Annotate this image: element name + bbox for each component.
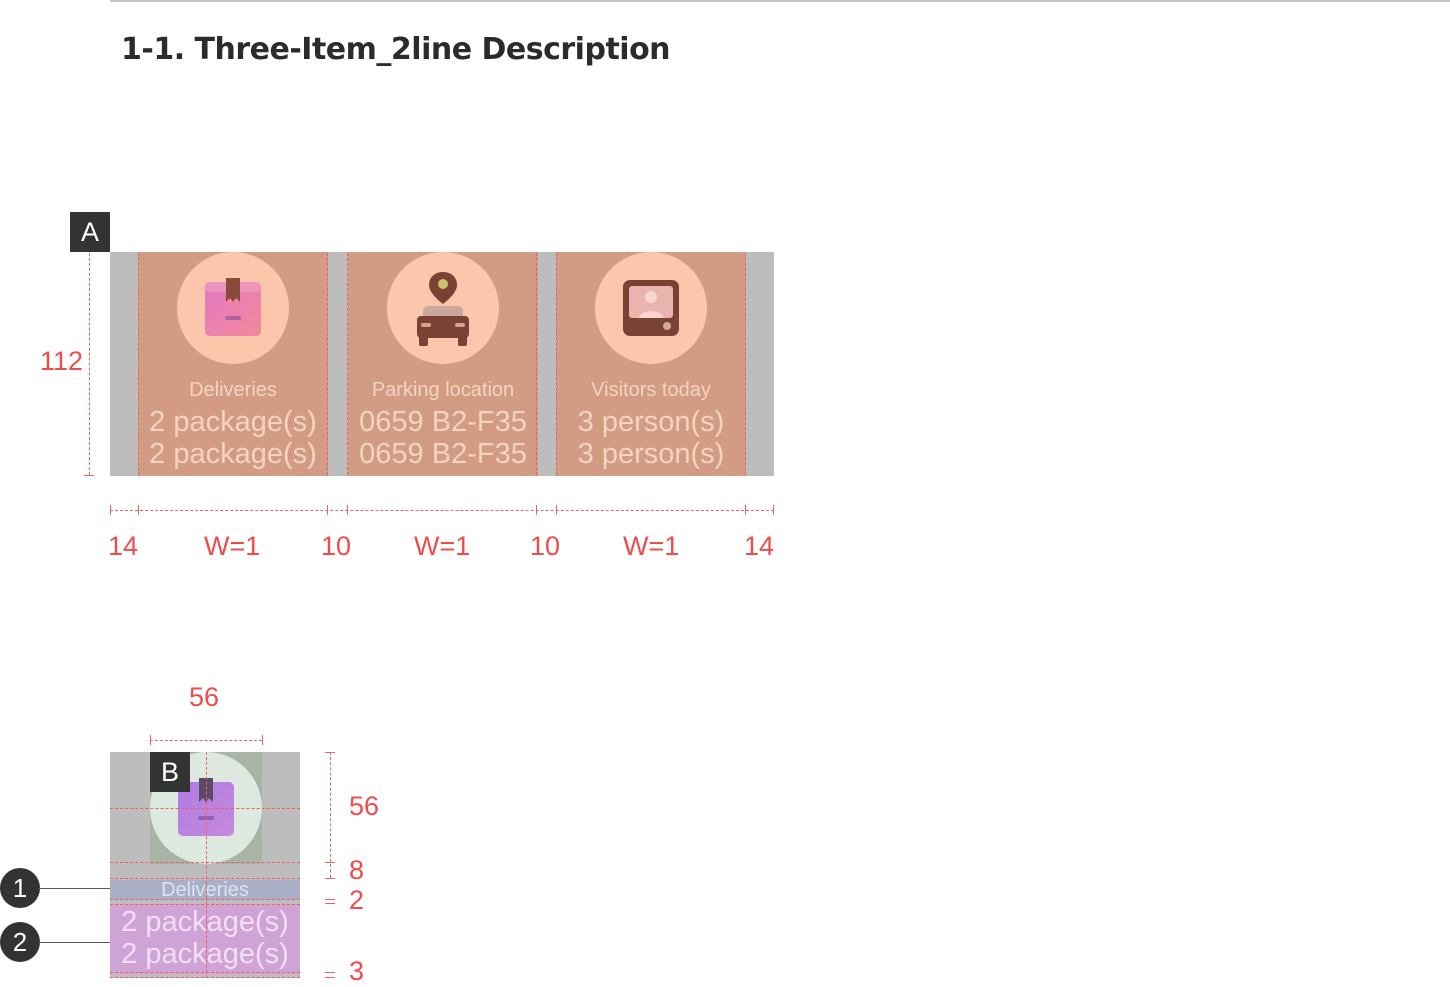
height-label: 112 (40, 346, 84, 376)
width-label: W=1 (204, 531, 261, 561)
icon-width-label: 56 (189, 682, 220, 712)
guide-line (556, 253, 557, 475)
width-label: 10 (530, 531, 561, 561)
spacing-label: 8 (349, 855, 365, 885)
section-a-badge: A (70, 212, 110, 252)
width-label: 14 (744, 531, 775, 561)
width-label: W=1 (623, 531, 680, 561)
icon-height-dimension-line (330, 752, 331, 862)
three-item-widget: Deliveries 2 package(s) 2 package(s) Par… (110, 252, 774, 476)
dimension-tick (347, 505, 348, 515)
width-label: 14 (108, 531, 139, 561)
dimension-tick (110, 505, 111, 515)
dimension-tick (325, 903, 335, 904)
gap-dimension-line (330, 864, 331, 878)
card-label: Visitors today (591, 379, 711, 401)
guide-line (110, 977, 300, 978)
dimension-tick (556, 505, 557, 515)
dimension-tick (745, 505, 746, 515)
card-value-line2: 3 person(s) (577, 438, 725, 470)
card-deliveries[interactable]: Deliveries 2 package(s) 2 package(s) (138, 252, 328, 476)
detail-label: Deliveries (161, 879, 249, 901)
height-dimension-line (89, 253, 90, 475)
dimension-tick (150, 735, 151, 745)
guide-line (110, 878, 300, 879)
card-visitors-today[interactable]: Visitors today 3 person(s) 3 person(s) (556, 252, 746, 476)
guide-line (138, 253, 139, 475)
guide-line (110, 972, 300, 973)
detail-item-block: Deliveries 2 package(s) 2 package(s) (110, 752, 300, 978)
dimension-tick (327, 505, 328, 515)
dimension-tick (773, 505, 774, 515)
card-parking-location[interactable]: Parking location 0659 B2-F35 0659 B2-F35 (348, 252, 538, 476)
guide-line (110, 904, 300, 905)
detail-value-line1: 2 package(s) (121, 906, 289, 938)
spacing-label: 3 (349, 956, 365, 986)
card-value-line1: 0659 B2-F35 (359, 406, 527, 438)
callout-2-marker: 2 (0, 922, 40, 962)
card-value-line2: 2 package(s) (149, 438, 317, 470)
guide-line (110, 862, 300, 863)
guide-line (745, 253, 746, 475)
guide-line (110, 899, 300, 900)
dimension-tick (325, 899, 335, 900)
center-guide (110, 808, 300, 809)
card-label: Deliveries (189, 379, 277, 401)
dimension-tick (262, 735, 263, 745)
section-b-badge: B (150, 752, 190, 792)
callout-1-marker: 1 (0, 868, 40, 908)
detail-value-line2: 2 package(s) (121, 938, 289, 970)
card-value-line1: 2 package(s) (149, 406, 317, 438)
parked-car-pin-icon (417, 272, 469, 346)
top-divider (110, 0, 1450, 2)
callout-1-leader (38, 888, 110, 889)
card-label: Parking location (371, 379, 515, 401)
label-highlight (110, 880, 300, 900)
width-label: W=1 (414, 531, 471, 561)
width-dimension-line (110, 510, 774, 511)
card-icon-circle (387, 252, 499, 364)
width-label: 10 (321, 531, 352, 561)
guide-line (536, 253, 537, 475)
dimension-tick (325, 862, 335, 863)
package-box-icon (205, 278, 261, 336)
visitor-intercom-icon (623, 280, 679, 336)
icon-width-dimension-line (150, 740, 262, 741)
dimension-tick (325, 977, 335, 978)
dimension-tick (325, 752, 335, 753)
callout-2-leader (38, 942, 110, 943)
spacing-label: 2 (349, 885, 365, 915)
dimension-tick (325, 972, 335, 973)
page-title: 1-1. Three-Item_2line Description (121, 32, 671, 67)
spacing-label: 56 (349, 791, 380, 821)
card-value-line1: 3 person(s) (577, 406, 725, 438)
card-icon-circle (595, 252, 707, 364)
guide-line (347, 253, 348, 475)
height-dimension-tick (84, 475, 94, 476)
card-value-line2: 0659 B2-F35 (359, 438, 527, 470)
guide-line (327, 253, 328, 475)
dimension-tick (138, 505, 139, 515)
card-icon-circle (177, 252, 289, 364)
center-guide (206, 752, 207, 978)
dimension-tick (536, 505, 537, 515)
value-highlight (110, 904, 300, 974)
dimension-tick (325, 878, 335, 879)
